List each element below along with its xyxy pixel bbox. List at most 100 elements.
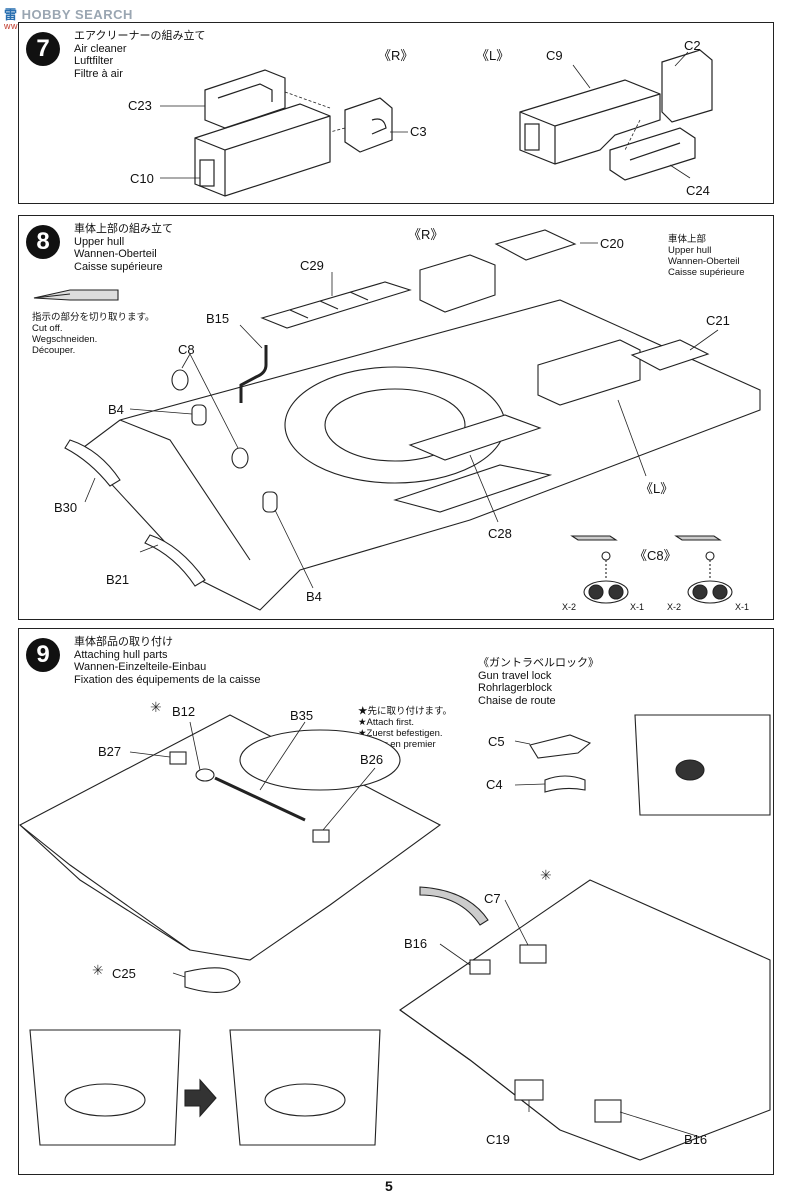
- paint-brush-icon: [419, 886, 489, 926]
- b35-rod: [214, 776, 306, 822]
- part-c3: C3: [410, 124, 427, 139]
- step-8-title-en: Upper hull: [74, 235, 125, 248]
- attach-first-ja: ★先に取り付けます。: [358, 706, 453, 717]
- part-b16-lower: B16: [684, 1132, 708, 1147]
- step-8-side-r: 《R》: [408, 227, 444, 242]
- arrow-right-icon: [184, 1078, 217, 1118]
- c28-slot: [393, 464, 553, 513]
- gun-travel-lock-en: Gun travel lock: [478, 669, 552, 682]
- gun-travel-lock-title: 《ガントラベルロック》 Gun travel lock Rohrlagerblo…: [478, 657, 599, 707]
- c8-hook-b: [231, 447, 249, 469]
- step-8-title-ja: 車体上部の組み立て: [74, 223, 173, 235]
- upper-hull-de: Wannen-Oberteil: [668, 256, 740, 267]
- c5-part: [529, 734, 592, 759]
- part-b26: B26: [360, 752, 384, 767]
- c21-plate: [630, 339, 710, 371]
- upper-hull-callout: 車体上部 Upper hull Wannen-Oberteil Caisse s…: [668, 234, 745, 278]
- cut-off-de: Wegschneiden.: [32, 334, 98, 345]
- gun-travel-lock-fr: Chaise de route: [478, 694, 556, 707]
- step-7-title-de: Luftfilter: [74, 55, 114, 67]
- c29-plate: [260, 281, 412, 329]
- c20-plate: [494, 229, 577, 261]
- part-c20: C20: [600, 236, 624, 251]
- step-9-number: 9: [26, 638, 60, 672]
- part-c25: C25: [112, 966, 136, 981]
- c8-detail-b: [687, 551, 733, 604]
- part-b27: B27: [98, 744, 122, 759]
- part-c24: C24: [686, 183, 710, 198]
- cut-off-en: Cut off.: [32, 323, 63, 334]
- cut-off-fr: Découper.: [32, 345, 76, 356]
- part-c5: C5: [488, 734, 505, 749]
- b21-fender: [144, 534, 206, 587]
- part-c4: C4: [486, 777, 503, 792]
- part-b35: B35: [290, 708, 314, 723]
- step-7-title: エアクリーナーの組み立て Air cleaner Luftfilter Filt…: [74, 30, 205, 80]
- l-box: [537, 339, 641, 406]
- b12-clamp: [195, 768, 215, 782]
- step-9-title-fr: Fixation des équipements de la caisse: [74, 673, 261, 686]
- part-b21: B21: [106, 572, 130, 587]
- star-mark-icon-b: ✳: [92, 963, 104, 979]
- watermark-text: HOBBY SEARCH: [21, 7, 133, 22]
- knife-icon: [33, 289, 119, 301]
- c28-plate: [408, 414, 542, 461]
- step-9-title-de: Wannen-Einzelteile-Einbau: [74, 661, 207, 673]
- part-c8: C8: [178, 342, 195, 357]
- step-9-title: 車体部品の取り付け Attaching hull parts Wannen-Ei…: [74, 636, 261, 686]
- attach-first-fr: ★Fixer en premier: [358, 739, 436, 750]
- c7-part: [519, 944, 547, 964]
- part-b30: B30: [54, 500, 78, 515]
- b4-bracket-b: [262, 491, 278, 513]
- upper-hull-fr: Caisse supérieure: [668, 267, 745, 278]
- c3-part: [344, 97, 393, 153]
- c8-detail-a: [583, 551, 629, 604]
- r-box: [419, 254, 496, 313]
- star-mark-icon-c: ✳: [540, 868, 552, 884]
- c8-detail-label: 《C8》: [634, 548, 677, 563]
- step-9-title-en: Attaching hull parts: [74, 648, 168, 661]
- c4-part: [544, 775, 586, 793]
- part-b16-upper: B16: [404, 936, 428, 951]
- b27-part: [169, 751, 187, 765]
- part-b12: B12: [172, 704, 196, 719]
- hull-front-right: [399, 879, 771, 1161]
- c24-part: [609, 127, 696, 181]
- r-cleaner-end: [199, 159, 215, 187]
- b15-pipe: [239, 345, 268, 403]
- c23-part: [204, 69, 286, 129]
- part-b4-upper: B4: [108, 402, 124, 417]
- step-8-title-de: Wannen-Oberteil: [74, 248, 157, 260]
- step-7-side-l: 《L》: [476, 48, 510, 63]
- gun-travel-lock-ja: 《ガントラベルロック》: [478, 657, 599, 669]
- b4-bracket-a: [191, 404, 207, 426]
- part-c19: C19: [486, 1132, 510, 1147]
- step-8-number: 8: [26, 225, 60, 259]
- x2-label-a: X-2: [562, 602, 577, 612]
- part-c2: C2: [684, 38, 701, 53]
- step-8-title-fr: Caisse supérieure: [74, 260, 163, 273]
- part-c9: C9: [546, 48, 563, 63]
- upper-hull-en: Upper hull: [668, 245, 712, 256]
- part-b15: B15: [206, 311, 230, 326]
- part-c28: C28: [488, 526, 512, 541]
- step-7-side-r: 《R》: [378, 48, 414, 63]
- b26-part: [312, 829, 330, 843]
- x1-label-a: X-1: [630, 602, 645, 612]
- c2-part: [661, 49, 713, 123]
- b16-part-b: [594, 1099, 622, 1123]
- attach-first-note: ★先に取り付けます。 ★Attach first. ★Zuerst befest…: [358, 706, 452, 750]
- star-mark-icon-a: ✳: [150, 700, 162, 716]
- b30-fender: [64, 439, 121, 487]
- step-7-number: 7: [26, 32, 60, 66]
- part-c10: C10: [130, 171, 154, 186]
- step-7-title-fr: Filtre à air: [74, 67, 123, 80]
- upper-hull-ja: 車体上部: [668, 234, 707, 245]
- step-8-title: 車体上部の組み立て Upper hull Wannen-Oberteil Cai…: [74, 223, 173, 273]
- c8-hook-a: [171, 369, 189, 391]
- gun-travel-lock-de: Rohrlagerblock: [478, 682, 552, 694]
- c19-part: [514, 1079, 544, 1101]
